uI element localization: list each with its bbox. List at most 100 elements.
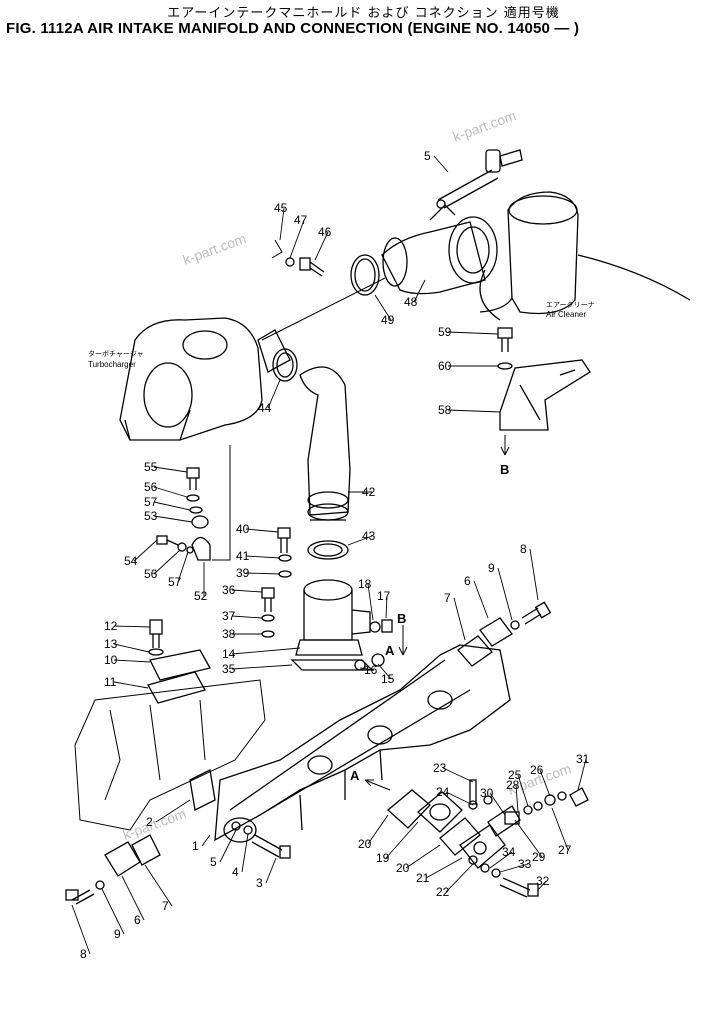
- callout-label-7: 7: [162, 899, 169, 913]
- bracket-58: [499, 359, 591, 431]
- callout-label-46: 46: [318, 225, 332, 239]
- callout-label-60: 60: [438, 359, 452, 373]
- callout-leader: [231, 615, 263, 619]
- washer-37: [261, 614, 275, 622]
- callout-leader: [445, 791, 474, 806]
- callout-leader: [133, 539, 158, 562]
- callout-leader: [359, 667, 375, 671]
- callout-leader: [497, 567, 513, 621]
- callout-label-48: 48: [404, 295, 418, 309]
- callout-leader: [113, 681, 149, 689]
- callout-leader: [551, 807, 569, 851]
- callout-leader: [101, 888, 125, 935]
- callout-leader: [265, 857, 277, 884]
- washer-13: [148, 648, 164, 656]
- callout-label-54: 54: [124, 554, 138, 568]
- callout-leader: [245, 528, 279, 533]
- callout-leader: [113, 643, 150, 653]
- callout-label-4: 4: [232, 865, 239, 879]
- callout-label-2: 2: [146, 815, 153, 829]
- callout-leader: [517, 774, 529, 807]
- callout-label-33: 33: [518, 857, 532, 871]
- callout-label-20: 20: [396, 861, 410, 875]
- watermark: k-part.com: [121, 805, 189, 843]
- callout-label-39: 39: [236, 566, 250, 580]
- washer-41: [278, 554, 292, 562]
- callout-leader: [267, 379, 281, 409]
- callout-label-29: 29: [532, 850, 546, 864]
- ref-mark-a: A: [350, 768, 360, 783]
- gasket-11: [147, 671, 206, 704]
- callout-label-15: 15: [381, 672, 395, 686]
- japanese-title: エアーインテークマニホールド および コネクション 適用号機: [167, 6, 560, 21]
- callout-label-7: 7: [444, 591, 451, 605]
- gasket-35: [290, 659, 374, 671]
- turbocharger: [119, 317, 291, 441]
- callout-leader: [144, 864, 173, 907]
- bolt-8: [521, 601, 552, 625]
- connector-14: [295, 579, 371, 656]
- turbocharger-caption-jp: ターボチャージャ: [88, 349, 143, 358]
- callout-leader: [499, 863, 529, 873]
- callout-label-6: 6: [134, 913, 141, 927]
- gasket-7-lower: [131, 834, 161, 866]
- callout-leader: [245, 555, 281, 559]
- plug-15: [371, 653, 385, 667]
- callout-label-37: 37: [222, 609, 236, 623]
- callout-label-56: 56: [144, 480, 158, 494]
- callout-label-43: 43: [362, 529, 376, 543]
- callout-label-40: 40: [236, 522, 250, 536]
- callout-leader: [153, 501, 191, 511]
- cover-6-lower: [104, 841, 141, 877]
- air-cleaner-caption: Air Cleaner: [546, 310, 586, 319]
- callout-leader: [453, 597, 466, 641]
- watermark: k-part.com: [181, 230, 249, 268]
- callout-label-19: 19: [376, 851, 390, 865]
- callout-label-49: 49: [381, 313, 395, 327]
- washer-4: [243, 825, 253, 835]
- callout-label-57: 57: [144, 495, 158, 509]
- bolt-12: [149, 619, 163, 635]
- air-cleaner: [479, 191, 691, 321]
- callout-leader: [445, 863, 474, 893]
- callout-leader: [442, 767, 474, 783]
- gasket-7: [457, 635, 493, 667]
- callout-label-18: 18: [358, 577, 372, 591]
- watermark: k-part.com: [451, 107, 519, 145]
- plug-17: [381, 619, 393, 633]
- callout-leader: [433, 155, 449, 173]
- callout-label-59: 59: [438, 325, 452, 339]
- callout-label-45: 45: [274, 201, 288, 215]
- callout-leader: [113, 625, 151, 628]
- callout-label-1: 1: [192, 839, 199, 853]
- callout-leader: [121, 875, 145, 921]
- callout-label-27: 27: [558, 843, 572, 857]
- callout-leader: [155, 799, 191, 823]
- callout-label-21: 21: [416, 871, 430, 885]
- callout-leader: [71, 904, 91, 955]
- fitting-5: [436, 149, 523, 209]
- callout-label-8: 8: [520, 542, 527, 556]
- callout-leader: [153, 515, 193, 523]
- washer-9-lower: [95, 880, 105, 890]
- bolt-59: [497, 327, 513, 352]
- callout-leader: [231, 647, 301, 655]
- callout-label-12: 12: [104, 619, 118, 633]
- callout-leader: [314, 231, 329, 261]
- callout-leader: [529, 548, 539, 601]
- callout-label-11: 11: [104, 675, 117, 689]
- callout-leader: [489, 851, 513, 869]
- elbow-48: [381, 204, 498, 295]
- callout-label-9: 9: [114, 927, 121, 941]
- callout-label-24: 24: [436, 785, 450, 799]
- callout-label-20: 20: [358, 837, 372, 851]
- washer-38: [261, 630, 275, 638]
- engine-block: [74, 679, 266, 831]
- callout-leader: [425, 857, 463, 879]
- callout-label-31: 31: [576, 752, 590, 766]
- intake-manifold: [214, 644, 511, 843]
- air-cleaner-caption-jp: エアークリーナ: [546, 301, 595, 309]
- callout-leader: [219, 829, 237, 863]
- callout-leader: [153, 466, 188, 473]
- callout-leader: [113, 659, 151, 663]
